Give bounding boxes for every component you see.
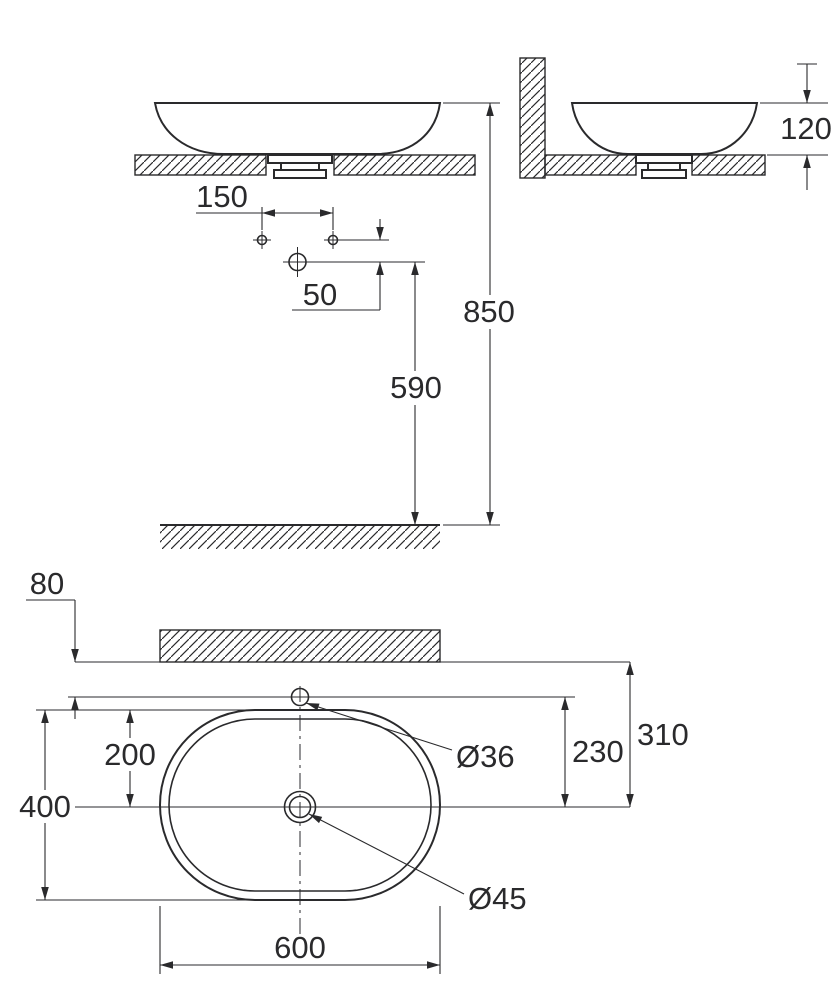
dim-wall-to-faucet: 80 [26, 566, 79, 719]
dim-50-label: 50 [303, 277, 337, 312]
counter-front-right [333, 154, 476, 176]
dim-depth: 400 [19, 709, 300, 901]
callout-drain-diameter: Ø45 [308, 813, 527, 916]
dim-hole-spacing: 150 [196, 179, 334, 230]
dim-drain-height: 590 [390, 262, 442, 525]
dim-top-to-drain: 200 [104, 710, 156, 807]
plan-view: 80 400 200 [19, 566, 689, 974]
dim-faucet-to-drain: 230 [561, 697, 624, 807]
drain-fitting-front [267, 154, 333, 179]
counter-front-left [134, 154, 267, 176]
wall-hatch-plan [159, 629, 441, 663]
dim-80-label: 80 [30, 566, 64, 601]
basin-front-outline [153, 102, 442, 155]
counter-side-left [544, 154, 637, 176]
dim-230-label: 230 [572, 734, 624, 769]
dim-bowl-height: 120 [760, 63, 832, 190]
drain-centre-front [283, 247, 425, 277]
fixing-holes [253, 231, 342, 249]
dim-310-label: 310 [637, 717, 689, 752]
dim-rim-height: 850 [443, 102, 515, 526]
front-view: 150 50 850 590 [134, 102, 515, 549]
dim-150-label: 150 [196, 179, 248, 214]
dim-400-label: 400 [19, 789, 71, 824]
dim-120-label: 120 [780, 111, 832, 146]
dim-hole-offset: 50 [292, 219, 389, 312]
dim-wall-to-drain: 310 [626, 662, 689, 807]
floor-hatch [160, 524, 440, 549]
side-view: 120 [519, 57, 832, 190]
wall-hatch-side [519, 57, 546, 179]
callout-faucet-diameter: Ø36 [305, 702, 515, 774]
dim-850-label: 850 [463, 294, 515, 329]
drain-diameter-label: Ø45 [468, 881, 527, 916]
counter-side-right [691, 154, 766, 176]
drain-fitting-side [635, 154, 693, 179]
dim-200-label: 200 [104, 737, 156, 772]
dim-590-label: 590 [390, 370, 442, 405]
basin-side-outline [570, 102, 759, 155]
dim-width: 600 [159, 906, 441, 974]
dim-600-label: 600 [274, 930, 326, 965]
faucet-diameter-label: Ø36 [456, 739, 515, 774]
